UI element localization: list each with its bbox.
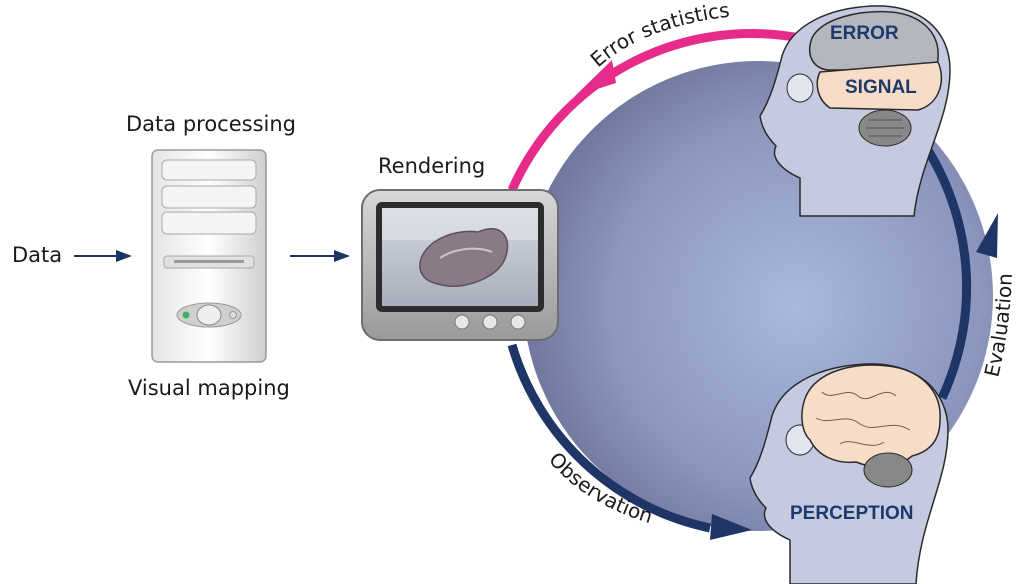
observation-arc: [507, 343, 711, 533]
observation-arrowhead: [710, 514, 752, 540]
brain-icon: [801, 364, 941, 468]
monitor-icon: [361, 189, 559, 341]
rendered-shape-icon: [419, 227, 509, 287]
error-statistics-arrowhead: [575, 60, 616, 96]
perception-label: PERCEPTION: [790, 503, 914, 524]
data-processing-label: Data processing: [126, 112, 296, 136]
perception-head-icon: [749, 363, 949, 584]
rendering-label: Rendering: [378, 154, 486, 178]
signal-label: SIGNAL: [845, 77, 917, 98]
error-statistics-arc: [507, 29, 801, 192]
visual-mapping-label: Visual mapping: [128, 376, 290, 400]
error-label: ERROR: [830, 23, 899, 44]
error-head-icon: [759, 5, 951, 217]
evaluation-arc: [904, 119, 972, 400]
evaluation-arrowhead: [976, 213, 998, 258]
data-label: Data: [12, 243, 63, 267]
computer-tower-icon: [151, 149, 267, 363]
